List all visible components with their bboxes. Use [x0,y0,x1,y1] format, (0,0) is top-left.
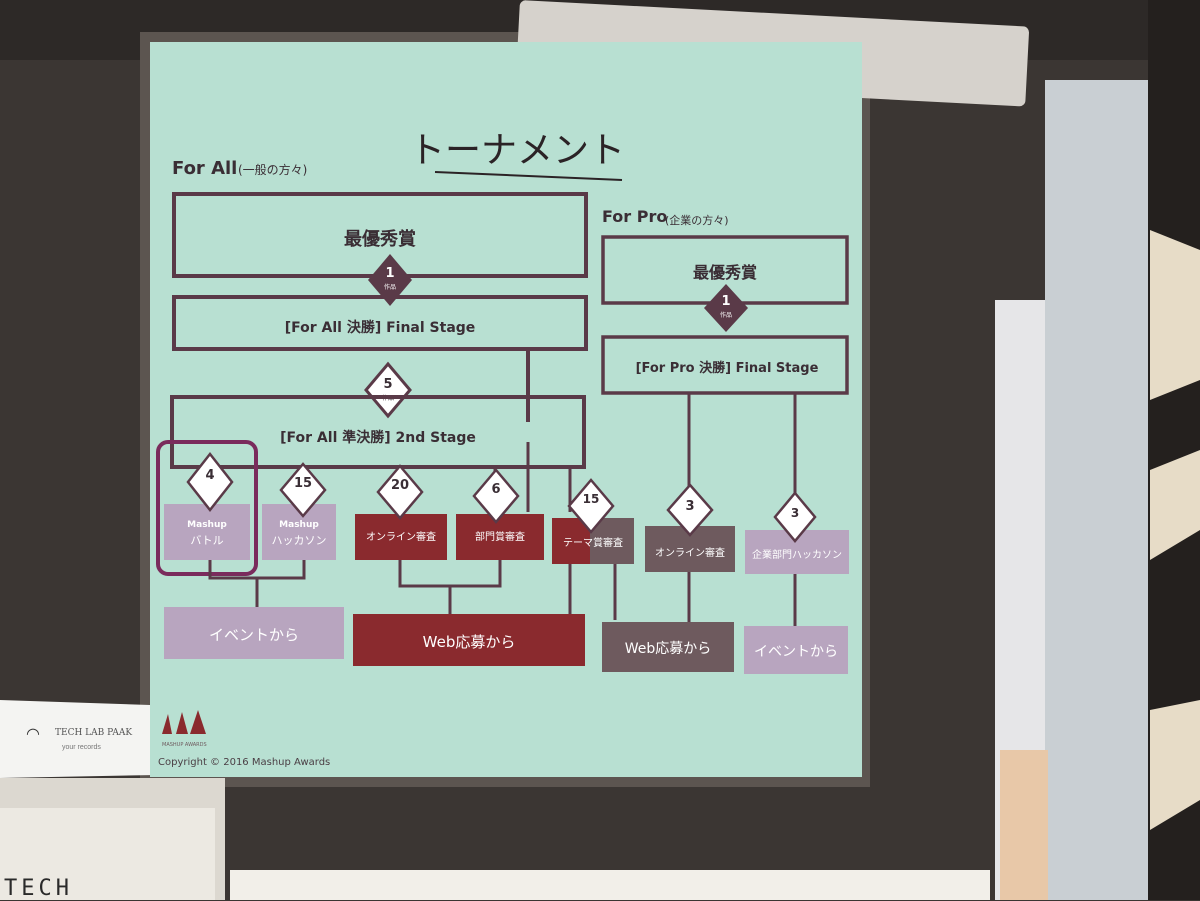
branch-count: 6 [491,482,500,497]
logo-caption: MASHUP AWARDS [162,742,207,748]
wifi-icon: ◠ [26,726,40,743]
for-pro-top-count-diamond [704,284,748,332]
mashup-awards-logo [162,710,206,734]
branch-box-category [456,514,544,560]
branch-label-category: 部門賞審査 [475,530,525,543]
for-pro-subheading: (企業の方々) [665,213,729,227]
pro-source-box-event [744,626,848,674]
slide-title: トーナメント [409,130,625,171]
for-all-second-stage-label: [For All 準決勝] 2nd Stage [280,429,476,446]
branch-count: 3 [791,506,799,520]
source-box-web [353,614,585,666]
branch-label-theme: テーマ賞審査 [563,536,623,549]
for-pro-top-count-unit: 作品 [720,311,732,319]
branch-count: 3 [685,499,694,514]
for-pro-heading: For Pro [602,207,667,226]
branch-count-diamond [472,468,520,524]
branch-count-diamond [186,451,234,513]
pro-branch-label-online: オンライン審査 [655,546,725,559]
for-all-top-count: 1 [385,266,394,281]
branch-count-diamond [666,483,714,537]
for-pro-top-count: 1 [721,294,730,309]
sign-line-2: your records [62,744,101,751]
for-pro-final-stage-label: [For Pro 決勝] Final Stage [636,360,819,376]
for-all-final-count: 5 [383,377,392,392]
branch-box-online [355,514,447,560]
source-box-event [164,607,344,659]
branch-label-hackathon-1: Mashup [279,520,319,530]
branch-label-online: オンライン審査 [366,530,436,543]
branch-count: 15 [583,492,600,506]
for-all-final-count-diamond [364,361,412,419]
for-pro-top-award-label: 最優秀賞 [693,263,757,282]
pro-source-label-web: Web応募から [625,641,712,657]
for-all-final-stage-label: [For All 決勝] Final Stage [285,319,476,336]
source-label-web: Web応募から [423,633,516,651]
branch-count-diamond [376,464,424,520]
title-underline [434,171,623,181]
branch-box-hackathon [262,504,336,560]
connector [398,560,502,588]
for-all-heading: For All [172,158,237,179]
branch-count: 15 [294,476,312,491]
for-all-second-stage-box [170,395,586,469]
branch-label-hackathon-2: ハッカソン [272,534,327,547]
sign-line-1: TECH LAB PAAK [55,728,133,738]
branch-label-battle-1: Mashup [187,520,227,530]
branch-count-diamond [773,491,817,543]
branch-count: 4 [205,468,214,483]
projected-slide: トーナメント For All (一般の方々) For Pro (企業の方々) 最… [150,42,862,777]
branch-box-battle [164,504,250,560]
battle-highlight-border [156,440,258,576]
source-label-event: イベントから [209,626,299,644]
for-all-subheading: (一般の方々) [238,162,307,177]
branch-count-diamond [279,462,327,518]
for-all-top-count-unit: 作品 [384,283,396,291]
branch-count-diamond [567,478,615,534]
pro-branch-label-hackathon: 企業部門ハッカソン [752,548,842,561]
for-pro-final-stage-box [601,335,849,395]
for-all-top-award-label: 最優秀賞 [344,228,416,250]
for-all-final-stage-box [172,295,588,351]
for-all-top-count-diamond [368,254,412,306]
tournament-diagram: トーナメント For All (一般の方々) For Pro (企業の方々) 最… [156,130,849,768]
pro-source-box-web [602,622,734,672]
desk-text: TECH [4,876,73,901]
branch-count: 20 [391,478,409,493]
copyright-text: Copyright © 2016 Mashup Awards [158,757,330,768]
branch-label-battle-2: バトル [190,534,223,547]
pro-source-label-event: イベントから [754,644,838,660]
